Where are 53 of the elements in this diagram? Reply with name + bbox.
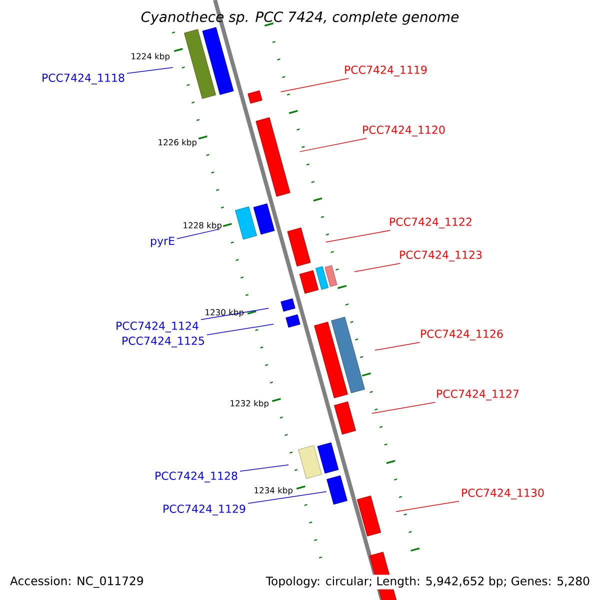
leader-line — [126, 67, 174, 74]
gene-block — [314, 322, 348, 398]
gene-label: PCC7424_1120 — [363, 126, 445, 136]
scale-label: 1232 kbp — [230, 400, 269, 408]
leader-line — [372, 402, 436, 414]
leader-line — [248, 491, 327, 504]
gene-block — [184, 29, 216, 99]
gene-block — [256, 117, 290, 197]
gene-block — [286, 314, 300, 328]
gene-label: PCC7424_1122 — [390, 218, 472, 228]
gene-block — [317, 442, 339, 474]
gene-block — [280, 298, 296, 312]
leader-line — [374, 342, 420, 351]
title: Cyanothece sp. PCC 7424, complete genome — [141, 11, 459, 25]
gene-block — [253, 203, 275, 235]
scale-label: 1234 kbp — [254, 486, 293, 496]
gene-block — [299, 270, 319, 294]
leader-line — [280, 78, 350, 92]
gene-label: PCC7424_1127 — [437, 390, 519, 400]
gene-label: PCC7424_1123 — [400, 250, 482, 262]
gene-label: PCC7424_1126 — [421, 330, 503, 340]
leader-line — [354, 263, 401, 272]
gene-block — [356, 496, 382, 536]
gene-label: PCC7424_1119 — [345, 66, 427, 76]
gene-block — [287, 228, 311, 266]
scale-label: 1224 kbp — [132, 52, 170, 62]
scale-label: 1228 kbp — [184, 222, 222, 230]
leader-line — [206, 324, 274, 336]
leader-line — [299, 138, 368, 152]
gene-label: PCC7424_1125 — [122, 336, 204, 348]
gene-label: PCC7424_1118 — [42, 74, 124, 84]
scale-label: 1226 kbp — [158, 138, 197, 148]
gene-block — [202, 27, 234, 95]
leader-line — [176, 228, 220, 240]
gene-block — [235, 206, 257, 240]
gene-label: PCC7424_1124 — [116, 322, 198, 332]
accession-text: Accession: NC_011729 — [10, 576, 143, 588]
leader-line — [396, 500, 460, 512]
gene-label: PCC7424_1129 — [164, 504, 246, 516]
gene-block — [315, 266, 329, 290]
leader-line — [325, 230, 391, 242]
gene-block — [324, 265, 338, 287]
gene-block — [334, 401, 356, 435]
gene-block — [298, 445, 322, 479]
gene-label: PCC7424_1130 — [462, 488, 544, 500]
gene-block — [326, 475, 348, 505]
gene-block — [331, 316, 365, 394]
leader-line — [240, 464, 289, 472]
leader-line — [200, 308, 270, 320]
genome-info-text: Topology: circular; Length: 5,942,652 bp; Genes: 5,280 — [264, 574, 592, 590]
gene-block — [248, 90, 262, 104]
gene-label: PCC7424_1128 — [156, 472, 238, 482]
gene-label: pyrE — [151, 236, 174, 248]
